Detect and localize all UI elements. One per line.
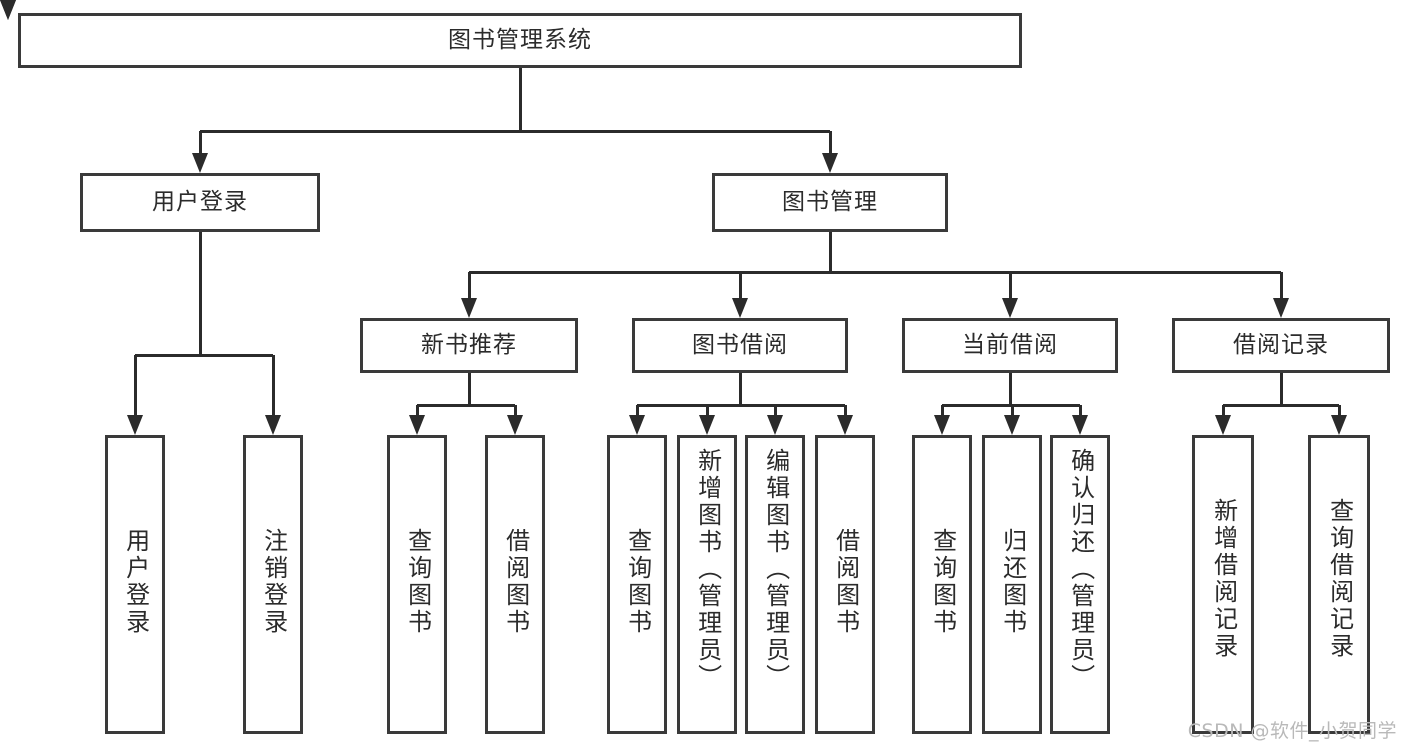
connector-drop <box>271 355 275 415</box>
connector-drop <box>705 405 709 415</box>
arrowhead-leaf <box>1215 415 1231 435</box>
arrowhead-level3 <box>1002 298 1018 318</box>
leaf-borrow-books-recommend[interactable]: 借阅图书 <box>485 435 545 734</box>
node-label: 查询图书 <box>928 528 957 636</box>
leaf-user-login[interactable]: 用户登录 <box>105 435 165 734</box>
node-label: 用户登录 <box>152 188 248 215</box>
connector-parent-stem <box>738 373 742 405</box>
arrowhead-level3 <box>732 298 748 318</box>
arrowhead-leaf <box>507 415 523 435</box>
connector-parent-stem <box>467 373 471 405</box>
arrowhead-leaf <box>127 415 143 435</box>
connector-drop <box>133 355 137 415</box>
connector-parent-stem <box>1279 373 1283 405</box>
node-label: 借阅图书 <box>501 528 530 636</box>
node-label: 新增图书（管理员） <box>693 448 722 691</box>
arrowhead-leaf <box>1004 415 1020 435</box>
connector-drop <box>467 272 471 298</box>
node-label: 查询图书 <box>403 528 432 636</box>
connector-drop <box>1078 405 1082 415</box>
node-label: 注销登录 <box>259 528 288 636</box>
node-label: 新书推荐 <box>421 331 517 358</box>
connector-drop <box>940 405 944 415</box>
node-label: 编辑图书（管理员） <box>761 448 790 691</box>
connector-root-stem <box>518 68 522 131</box>
connector-drop <box>415 405 419 415</box>
node-book-borrow[interactable]: 图书借阅 <box>632 318 848 373</box>
node-label: 归还图书 <box>998 528 1027 636</box>
connector-drop <box>843 405 847 415</box>
node-label: 图书管理系统 <box>448 26 592 53</box>
arrowhead-leaf <box>767 415 783 435</box>
connector-parent-stem <box>1008 373 1012 405</box>
connector-drop <box>828 131 832 153</box>
node-label: 图书借阅 <box>692 331 788 358</box>
connector-drop <box>1010 405 1014 415</box>
arrowhead-leaf <box>1331 415 1347 435</box>
connector-book-management-bar <box>469 270 1281 274</box>
leaf-borrow-books[interactable]: 借阅图书 <box>815 435 875 734</box>
connector-drop <box>1008 272 1012 298</box>
leaf-query-books-current[interactable]: 查询图书 <box>912 435 972 734</box>
leaf-edit-book-admin[interactable]: 编辑图书（管理员） <box>745 435 805 734</box>
watermark-csdn: CSDN @软件_小贺同学 <box>1187 720 1397 742</box>
node-user-login[interactable]: 用户登录 <box>80 173 320 232</box>
leaf-confirm-return-admin[interactable]: 确认归还（管理员） <box>1050 435 1110 734</box>
connector-drop <box>1221 405 1225 415</box>
leaf-query-books-recommend[interactable]: 查询图书 <box>387 435 447 734</box>
arrowhead-leaf <box>409 415 425 435</box>
connector-root-bar <box>200 129 830 133</box>
arrowhead-leaf <box>699 415 715 435</box>
arrowhead-level3 <box>461 298 477 318</box>
leaf-query-borrow-record[interactable]: 查询借阅记录 <box>1308 435 1370 734</box>
node-label: 查询借阅记录 <box>1325 498 1354 660</box>
node-label: 当前借阅 <box>962 331 1058 358</box>
leaf-query-books-borrow[interactable]: 查询图书 <box>607 435 667 734</box>
node-label: 查询图书 <box>623 528 652 636</box>
arrowhead-leaf <box>837 415 853 435</box>
connector-parent-stem <box>198 232 202 355</box>
connector-drop <box>773 405 777 415</box>
arrowhead-leaf <box>934 415 950 435</box>
connector-drop <box>635 405 639 415</box>
connector-drop <box>1337 405 1341 415</box>
node-new-book-recommend[interactable]: 新书推荐 <box>360 318 578 373</box>
arrowhead-level3 <box>1273 298 1289 318</box>
node-root-book-management-system[interactable]: 图书管理系统 <box>18 13 1022 68</box>
node-label: 借阅记录 <box>1233 331 1329 358</box>
node-label: 图书管理 <box>782 188 878 215</box>
leaf-add-book-admin[interactable]: 新增图书（管理员） <box>677 435 737 734</box>
connector-drop <box>198 131 202 153</box>
connector-book-management-stem <box>828 232 832 272</box>
arrowhead-leaf <box>1072 415 1088 435</box>
arrowhead-level2 <box>822 153 838 173</box>
arrowhead-leaf <box>265 415 281 435</box>
leaf-return-books[interactable]: 归还图书 <box>982 435 1042 734</box>
connector-drop <box>1279 272 1283 298</box>
arrowhead-to-book-management <box>0 0 16 20</box>
node-book-management[interactable]: 图书管理 <box>712 173 948 232</box>
connector-parent-bar <box>135 353 273 357</box>
arrowhead-leaf <box>629 415 645 435</box>
connector-drop <box>513 405 517 415</box>
connector-drop <box>738 272 742 298</box>
connector-parent-bar <box>637 403 845 407</box>
node-current-borrow[interactable]: 当前借阅 <box>902 318 1118 373</box>
connector-parent-bar <box>417 403 515 407</box>
node-label: 新增借阅记录 <box>1209 498 1238 660</box>
node-borrow-records[interactable]: 借阅记录 <box>1172 318 1390 373</box>
connector-parent-bar <box>1223 403 1339 407</box>
node-label: 确认归还（管理员） <box>1066 448 1095 691</box>
node-label: 用户登录 <box>121 528 150 636</box>
node-label: 借阅图书 <box>831 528 860 636</box>
arrowhead-level2 <box>192 153 208 173</box>
leaf-add-borrow-record[interactable]: 新增借阅记录 <box>1192 435 1254 734</box>
leaf-logout-login[interactable]: 注销登录 <box>243 435 303 734</box>
